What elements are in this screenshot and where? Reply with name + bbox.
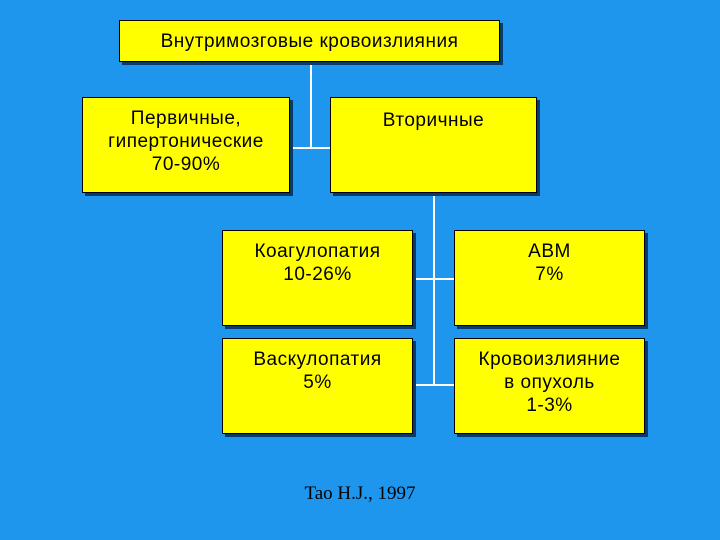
tumor-hemorrhage-node: Кровоизлияние в опухоль 1-3% xyxy=(454,338,645,434)
secondary-node: Вторичные xyxy=(330,97,537,193)
coagulopathy-node-line-2: 10-26% xyxy=(283,264,352,285)
connector-row1 xyxy=(413,278,454,280)
connector-primary-secondary xyxy=(290,147,330,149)
citation: Tao H.J., 1997 xyxy=(304,483,416,504)
avm-node-line-1: АВМ xyxy=(528,241,571,262)
primary-node-line-1: Первичные, xyxy=(130,108,242,129)
avm-node: АВМ 7% xyxy=(454,230,645,326)
connector-root-down xyxy=(310,62,312,148)
secondary-node-label: Вторичные xyxy=(382,110,485,131)
avm-node-line-2: 7% xyxy=(535,264,564,285)
primary-node-line-2: гипертонические xyxy=(108,131,264,152)
vasculopathy-node-line-1: Васкулопатия xyxy=(253,349,382,370)
connector-row2 xyxy=(413,384,454,386)
vasculopathy-node: Васкулопатия 5% xyxy=(222,338,413,434)
tumor-hemorrhage-node-line-2: в опухоль xyxy=(504,372,595,393)
connector-secondary-down xyxy=(433,193,435,385)
root-node: Внутримозговые кровоизлияния xyxy=(119,20,500,62)
root-node-label: Внутримозговые кровоизлияния xyxy=(160,31,459,52)
coagulopathy-node: Коагулопатия 10-26% xyxy=(222,230,413,326)
vasculopathy-node-line-2: 5% xyxy=(303,372,332,393)
primary-node-line-3: 70-90% xyxy=(151,154,221,175)
tumor-hemorrhage-node-line-1: Кровоизлияние xyxy=(478,349,621,370)
tumor-hemorrhage-node-line-3: 1-3% xyxy=(526,395,573,416)
primary-node: Первичные, гипертонические 70-90% xyxy=(82,97,290,193)
coagulopathy-node-line-1: Коагулопатия xyxy=(254,241,381,262)
